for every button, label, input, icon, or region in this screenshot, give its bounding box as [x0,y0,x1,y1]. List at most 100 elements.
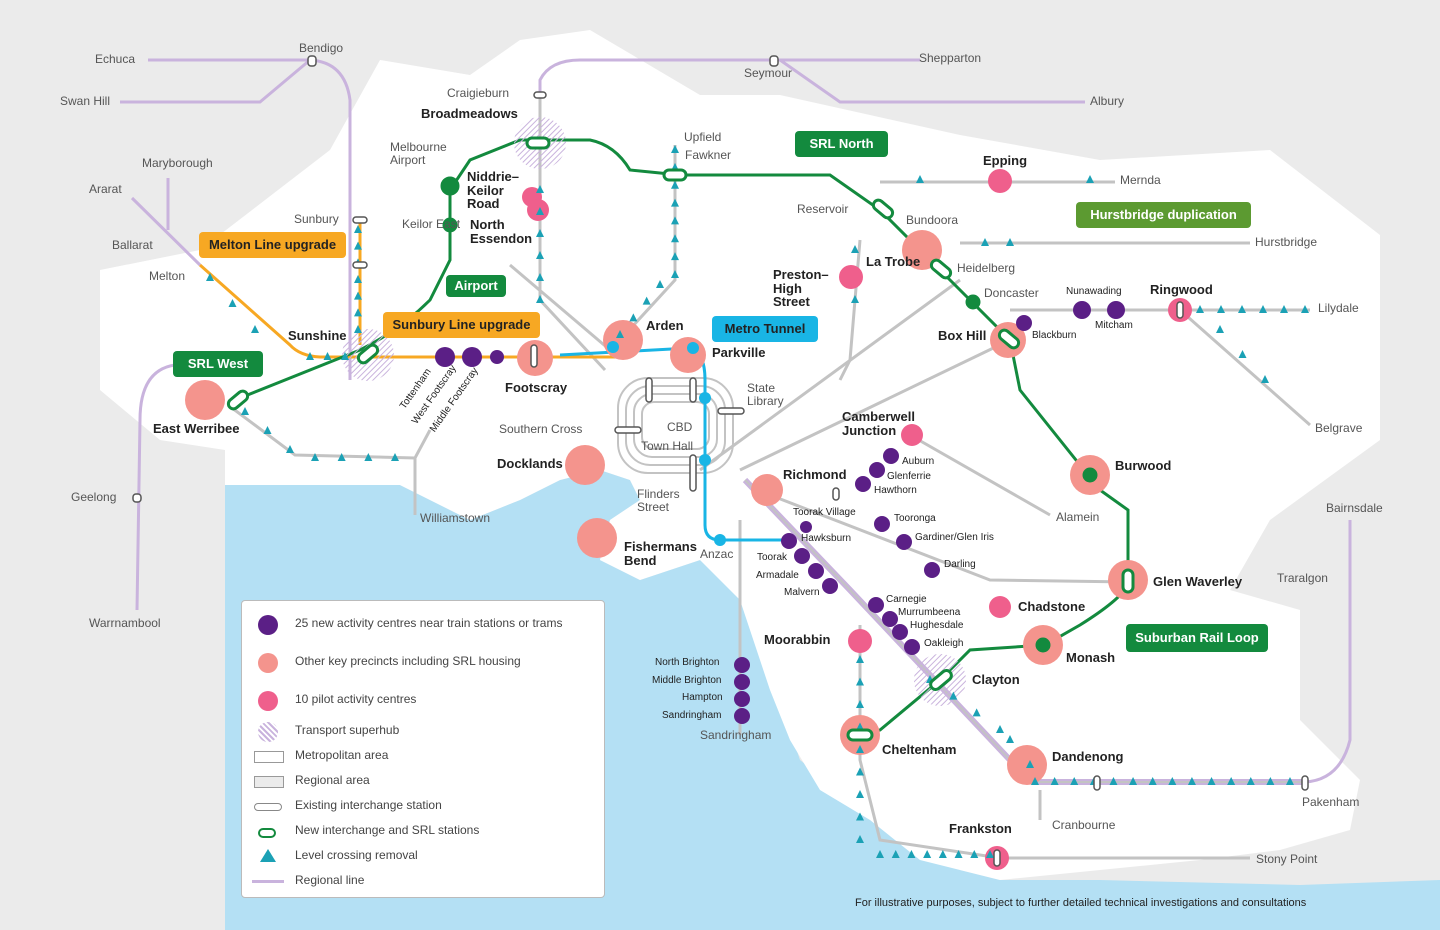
level-crossing-triangle [1070,777,1079,785]
level-crossing-triangle [206,273,214,281]
label-richmond: Richmond [783,467,847,482]
legend-item: Other key precincts including SRL housin… [242,651,604,681]
label-camberwell: Camberwell Junction [842,409,915,438]
label-sandringham: Sandringham [700,728,772,742]
label-broadmeadows: Broadmeadows [421,106,518,121]
level-crossing-triangle [856,812,864,821]
label-fishermans-bend: Fishermans Bend [624,539,697,568]
label-williamstown: Williamstown [420,511,491,525]
label-clayton: Clayton [972,672,1020,687]
label-blackburn: Blackburn [1032,330,1077,341]
melton-upgrade-callout: Melton Line upgrade [199,232,346,258]
label-malvern: Malvern [784,587,820,598]
level-crossing-triangle [1259,305,1267,313]
srl-north-callout: SRL North [795,131,888,157]
legend-item: Regional line [242,870,604,900]
label-dandenong: Dandenong [1052,749,1124,764]
level-crossing-triangle [671,270,679,278]
new-interchange-icon [258,828,276,838]
level-crossing-triangle [1050,777,1059,785]
srl-loop-callout: Suburban Rail Loop [1126,624,1268,652]
level-crossing-triangle [536,295,544,303]
label-bundoora: Bundoora [906,213,959,227]
legend-item: 25 new activity centres near train stati… [242,613,604,643]
level-crossing-triangle [1286,777,1294,785]
label-hawksburn: Hawksburn [801,533,852,544]
legend-label: Regional area [295,773,370,787]
level-crossing-triangle [536,185,544,193]
label-east-werribee: East Werribee [153,421,240,436]
level-crossing-triangle [1301,305,1309,313]
level-crossing-triangle [263,426,272,434]
level-crossing-triangle [907,850,916,858]
airport-callout: Airport [446,275,506,297]
label-melton: Melton [149,269,186,283]
label-anzac: Anzac [700,547,734,561]
level-crossing-triangle [986,850,994,858]
level-crossing-triangle [1238,350,1247,358]
label-maryborough: Maryborough [142,156,213,170]
level-crossing-triangle [856,790,864,798]
label-toorak-village: Toorak Village [793,507,856,518]
label-traralgon: Traralgon [1277,571,1328,585]
level-crossing-triangle [306,352,314,360]
label-hughesdale: Hughesdale [910,620,964,631]
label-tooronga: Tooronga [894,513,936,524]
level-crossing-triangle [1217,305,1225,313]
label-keilor-east: Keilor East [402,217,461,231]
level-crossing-triangle [1086,175,1094,183]
level-crossing-triangle [938,850,947,858]
level-crossing-triangle [1187,777,1196,785]
label-belgrave: Belgrave [1315,421,1363,435]
label-monash: Monash [1066,650,1116,665]
label-alamein: Alamein [1056,510,1100,524]
legend-label: Existing interchange station [295,798,442,812]
label-niddrie: Niddrie–Keilor Road [467,169,520,212]
label-bendigo: Bendigo [299,41,344,55]
level-crossing-triangle [1196,305,1204,313]
label-bairnsdale: Bairnsdale [1326,501,1383,515]
label-glen-waverley: Glen Waverley [1153,574,1243,589]
legend-item: Transport superhub [242,720,604,750]
level-crossing-triangle [1216,325,1224,333]
label-mernda: Mernda [1120,173,1161,187]
level-crossing-triangle [876,850,884,858]
label-doncaster: Doncaster [984,286,1039,300]
metro-tunnel-callout: Metro Tunnel [712,316,818,342]
label-darling: Darling [944,559,976,570]
level-crossing-triangle [241,407,249,415]
level-crossing-triangle [856,700,864,708]
label-preston: Preston–High Street [773,267,829,310]
level-crossing-triangle [341,352,349,360]
label-arden: Arden [646,318,684,333]
pilot-dot-icon [258,691,278,711]
level-crossing-triangle [354,325,362,333]
label-mitcham: Mitcham [1095,320,1133,331]
level-crossing-triangle [671,180,679,189]
label-sunshine: Sunshine [288,328,347,343]
label-oakleigh: Oakleigh [924,638,964,649]
legend-item: Level crossing removal [242,845,604,875]
label-armadale: Armadale [756,570,799,581]
level-crossing-triangle [311,453,319,461]
label-epping: Epping [983,153,1028,168]
activity-dot-icon [258,615,278,635]
label-hawthorn: Hawthorn [874,485,917,496]
label-pakenham: Pakenham [1302,795,1360,809]
level-crossing-triangle [856,745,864,753]
srl-west-callout: SRL West [173,351,263,377]
level-crossing-triangle [536,207,544,215]
level-crossing-triangle [916,175,924,183]
label-craigieburn: Craigieburn [447,86,510,100]
level-crossing-triangle [851,245,859,253]
level-crossing-triangle [536,251,544,259]
regional-area-box-icon [254,776,284,788]
level-crossing-triangle [856,767,864,776]
level-crossing-triangle [851,295,859,303]
level-crossing-triangle-icon [260,849,276,862]
label-la-trobe: La Trobe [866,254,921,269]
label-ringwood: Ringwood [1150,282,1213,297]
level-crossing-triangle [1238,305,1246,313]
level-crossing-triangle [856,677,864,686]
